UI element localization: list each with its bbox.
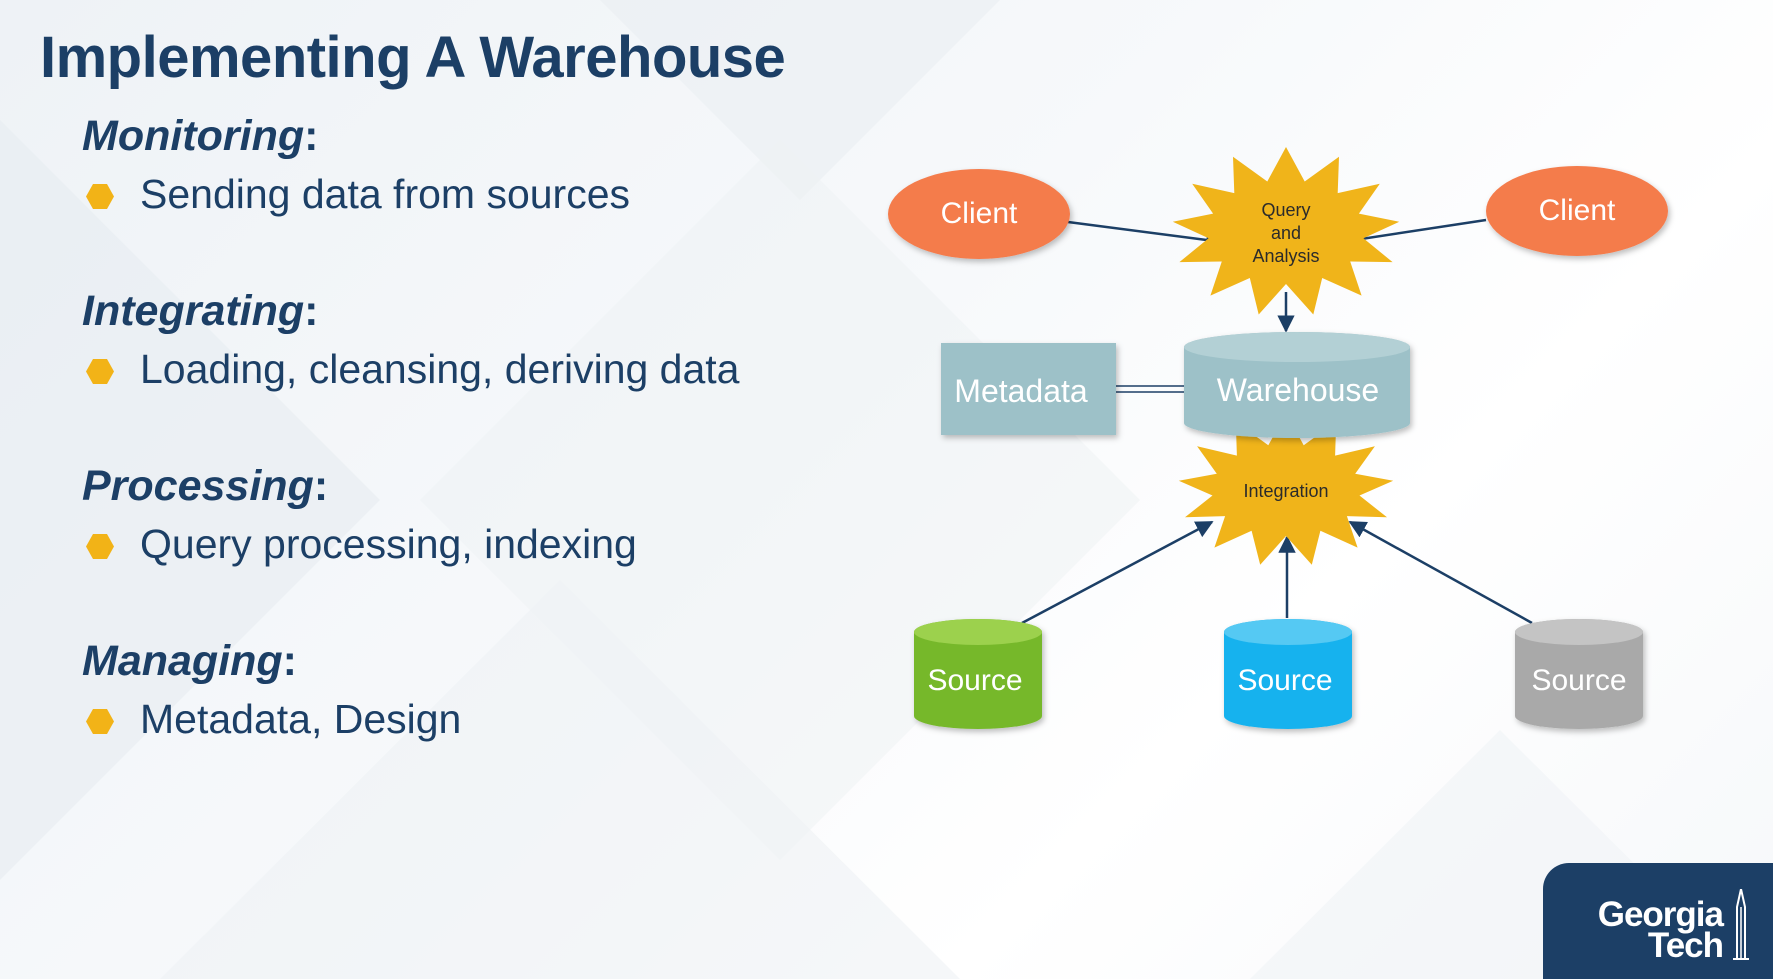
warehouse-label: Warehouse xyxy=(1217,372,1379,408)
slide-title: Implementing A Warehouse xyxy=(40,25,786,90)
arrow-client-left-to-query xyxy=(1067,220,1224,249)
integration-label: Integration xyxy=(1243,481,1328,501)
source-gray-label: Source xyxy=(1531,664,1626,697)
tower-icon xyxy=(1733,889,1749,960)
client-right-ellipse xyxy=(1486,166,1668,256)
arrow-client-right-to-query xyxy=(1346,218,1487,248)
heading-colon: : xyxy=(304,287,319,335)
source-blue-label: Source xyxy=(1237,664,1332,697)
query-analysis-burst xyxy=(1172,147,1400,315)
source-green-cylinder xyxy=(914,619,1042,729)
section-processing: Processing: Query processing, indexing xyxy=(82,462,637,568)
metadata-label: Metadata xyxy=(954,373,1088,409)
client-left-ellipse xyxy=(888,169,1070,259)
logo-wordmark: Georgia Tech xyxy=(1597,895,1724,965)
section-heading: Integrating: xyxy=(82,287,740,336)
source-blue-cylinder xyxy=(1224,619,1352,729)
arrow-source-green-to-integration xyxy=(1021,520,1214,625)
bullet-item: Loading, cleansing, deriving data xyxy=(82,346,740,393)
section-heading-name: Processing xyxy=(82,462,314,510)
section-heading-name: Integrating xyxy=(82,287,305,335)
section-heading: Processing: xyxy=(82,462,637,511)
query-label-line3: Analysis xyxy=(1252,246,1319,266)
section-monitoring: Monitoring: Sending data from sources xyxy=(82,112,630,218)
heading-colon: : xyxy=(282,637,297,685)
section-heading-name: Monitoring xyxy=(82,112,305,160)
bullet-item: Query processing, indexing xyxy=(82,521,637,568)
bullet-text: Query processing, indexing xyxy=(140,521,637,567)
hexagon-bullet-icon xyxy=(86,184,114,209)
arrow-source-gray-to-integration xyxy=(1348,520,1533,625)
source-green-label: Source xyxy=(927,664,1022,697)
warehouse-cylinder xyxy=(1184,332,1410,438)
hexagon-bullet-icon xyxy=(86,534,114,559)
heading-colon: : xyxy=(313,462,329,510)
bullet-text: Sending data from sources xyxy=(140,171,630,217)
bullet-item: Sending data from sources xyxy=(82,171,630,218)
logo-line2: Tech xyxy=(1647,926,1724,965)
section-heading: Managing: xyxy=(82,637,461,686)
heading-colon: : xyxy=(304,112,319,160)
section-integrating: Integrating: Loading, cleansing, derivin… xyxy=(82,287,740,393)
client-right-label: Client xyxy=(1539,194,1616,227)
georgia-tech-logo: Georgia Tech xyxy=(1543,863,1773,979)
metadata-box xyxy=(941,343,1116,435)
logo-line1: Georgia xyxy=(1597,895,1724,934)
integration-burst xyxy=(1178,413,1394,565)
bullet-text: Loading, cleansing, deriving data xyxy=(140,346,740,392)
hexagon-bullet-icon xyxy=(86,709,114,734)
source-gray-cylinder xyxy=(1515,619,1643,729)
client-left-label: Client xyxy=(941,197,1018,230)
bullet-item: Metadata, Design xyxy=(82,696,461,743)
section-heading: Monitoring: xyxy=(82,112,630,161)
query-label-line2: and xyxy=(1271,223,1301,243)
query-label-line1: Query xyxy=(1261,200,1310,220)
section-managing: Managing: Metadata, Design xyxy=(82,637,461,743)
bullet-text: Metadata, Design xyxy=(140,696,462,742)
section-heading-name: Managing xyxy=(82,637,283,685)
